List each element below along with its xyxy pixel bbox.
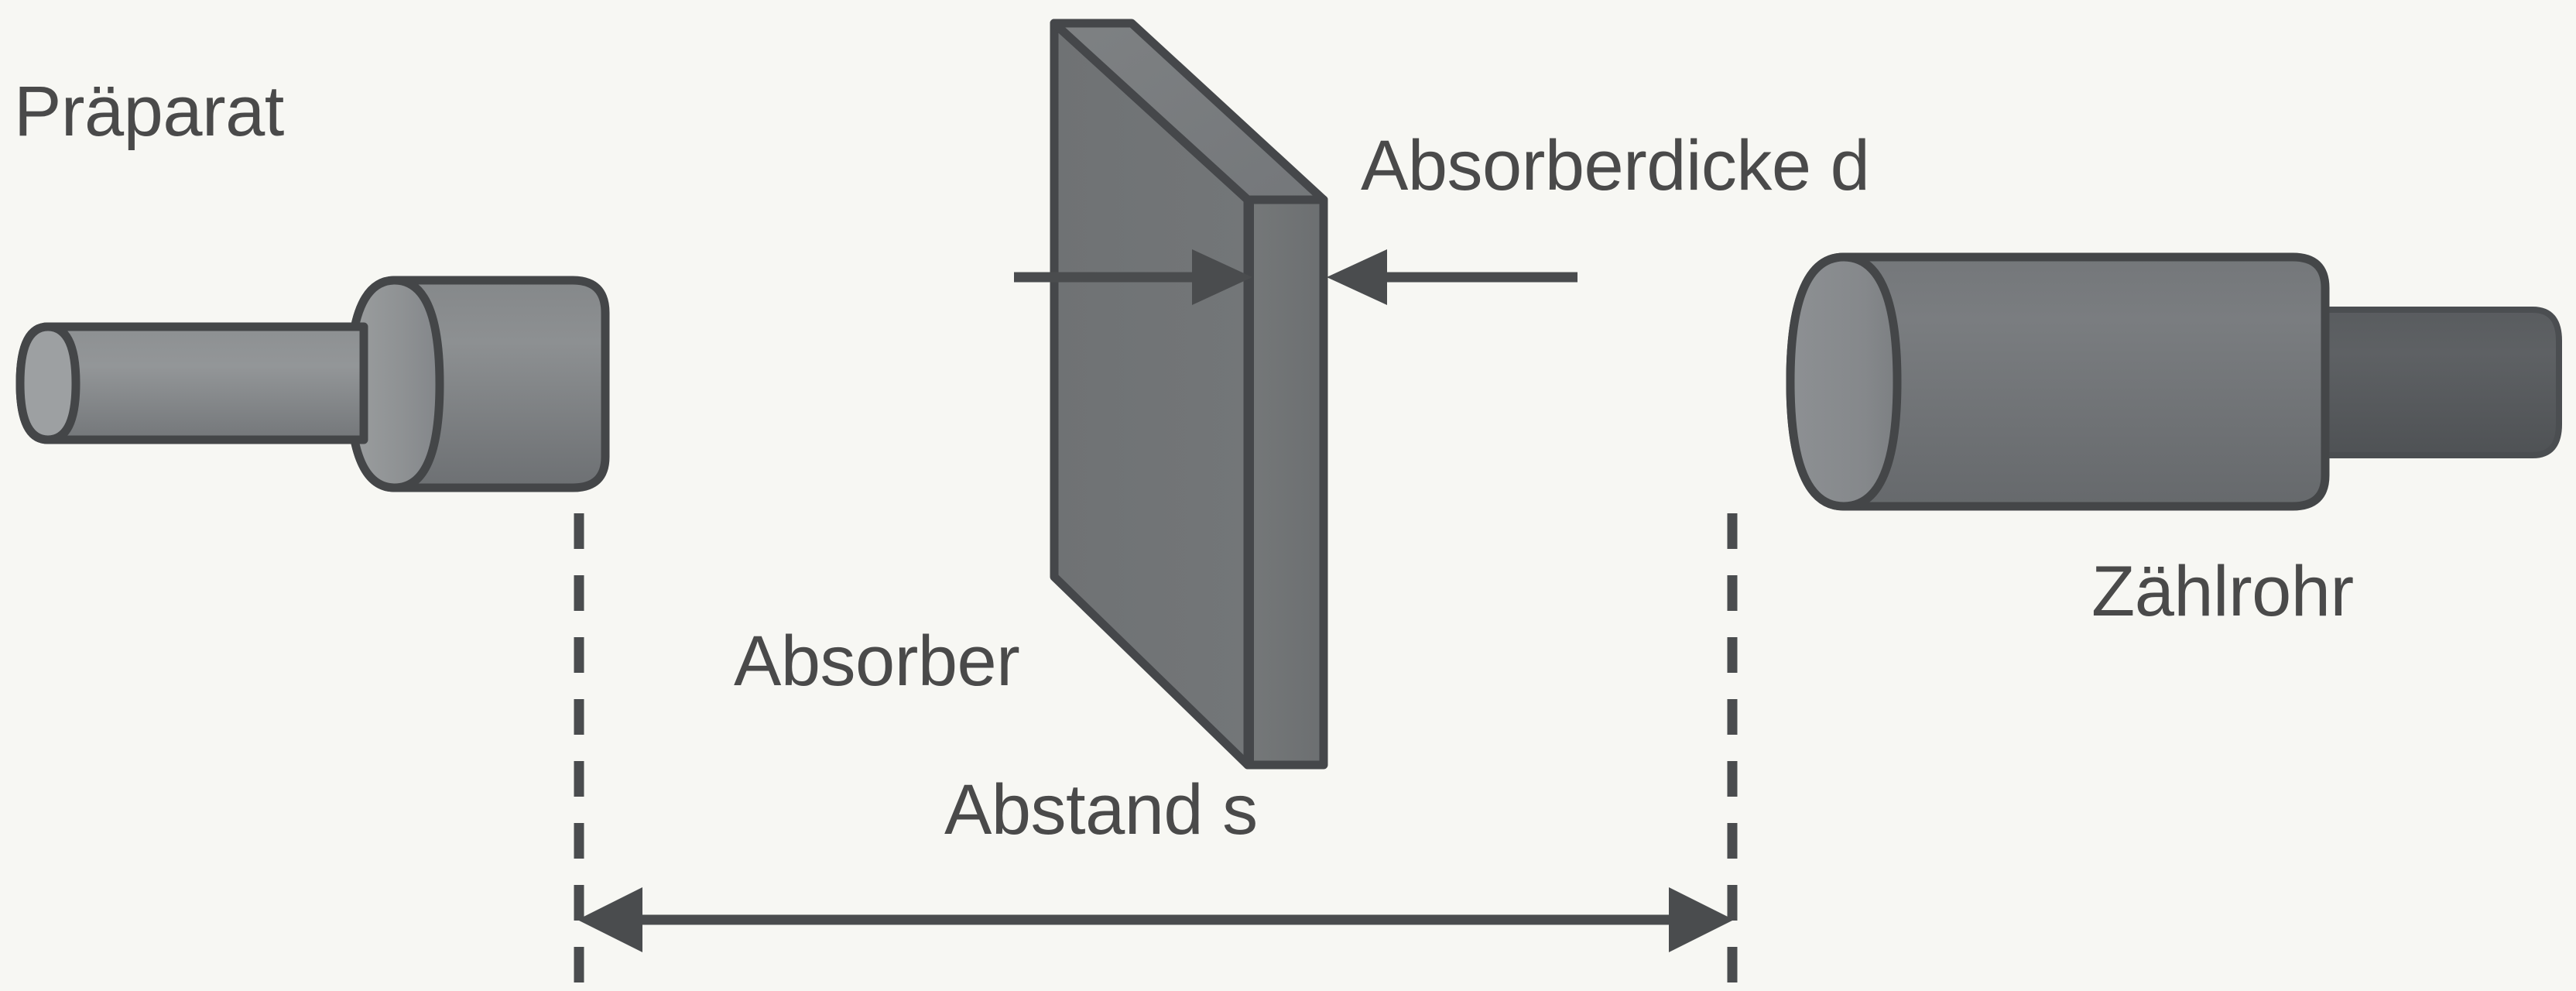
- label-absorber: Absorber: [734, 622, 1020, 701]
- source-rod-cylinder: [15, 322, 368, 444]
- detector-stem: [2304, 307, 2562, 458]
- distance-left-arrowhead: [577, 887, 642, 952]
- distance-dimension: [577, 887, 1734, 952]
- label-source: Präparat: [14, 72, 284, 151]
- source-body-cylinder: [345, 276, 610, 492]
- absorber-plate: [1050, 19, 1328, 770]
- label-distance: Abstand s: [944, 770, 1258, 849]
- thickness-right-arrowhead: [1327, 249, 1387, 305]
- label-detector: Zählrohr: [2091, 552, 2354, 631]
- reference-lines: [574, 513, 1738, 991]
- detector-body-cylinder: [1786, 252, 2330, 511]
- detector-assembly: [1786, 252, 2562, 511]
- label-absorber-thickness: Absorberdicke d: [1361, 126, 1870, 205]
- source-assembly: [15, 276, 610, 492]
- thickness-left-arrowhead: [1192, 249, 1252, 305]
- thickness-dimension: [1014, 249, 1577, 305]
- distance-right-arrowhead: [1669, 887, 1734, 952]
